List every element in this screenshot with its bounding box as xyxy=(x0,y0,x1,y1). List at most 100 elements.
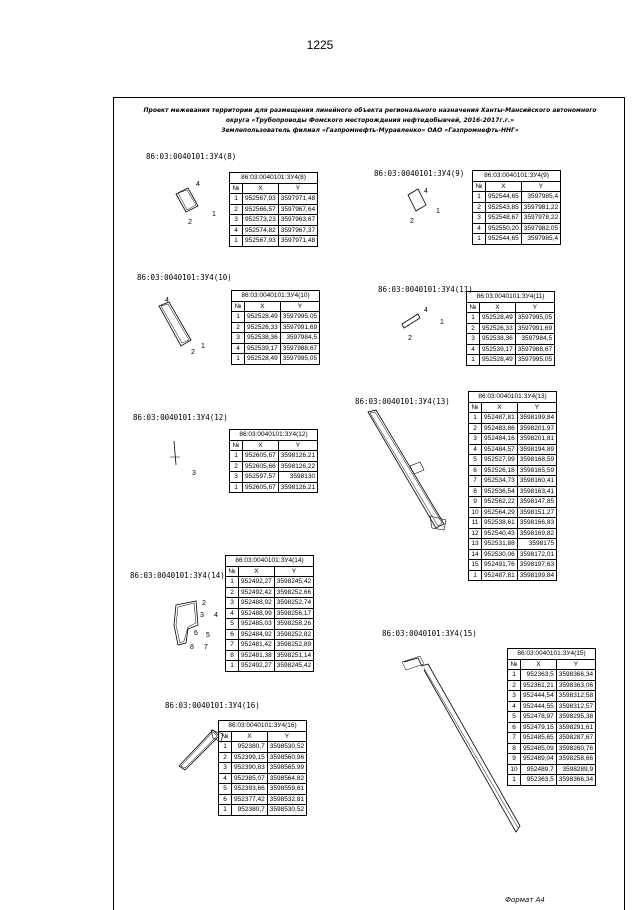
y-coordinate: 3598312,57 xyxy=(555,700,597,712)
x-coordinate: 952526,18 xyxy=(481,464,518,476)
plot-sketch-15 xyxy=(401,655,521,833)
x-coordinate: 952550,20 xyxy=(485,222,522,234)
plot-label: 86:03:0040101:ЗУ4(16) xyxy=(165,701,260,710)
y-coordinate: 3597995,05 xyxy=(279,311,321,323)
y-coordinate: 3597988,67 xyxy=(514,343,556,355)
x-coordinate: 952528,49 xyxy=(244,311,281,323)
header-line-2: округа «Трубопроводы Фомского месторожде… xyxy=(225,117,515,124)
point-number: 1 xyxy=(231,353,245,365)
y-coordinate: 3598252,74 xyxy=(273,597,315,609)
header-line-3: Землепользователь филиал «Газпромнефть-М… xyxy=(221,127,519,134)
x-coordinate: 952567,93 xyxy=(242,193,279,205)
point-number: 2 xyxy=(229,203,243,215)
plot-label: 86:03:0040101:ЗУ4(8) xyxy=(146,152,237,161)
x-coordinate: 952567,93 xyxy=(242,235,279,247)
y-coordinate: 3598160,41 xyxy=(516,475,558,487)
y-coordinate: 3597978,22 xyxy=(520,212,562,224)
point-number: 1 xyxy=(225,576,239,588)
x-coordinate: 952544,65 xyxy=(485,191,522,203)
x-coordinate: 952543,85 xyxy=(485,201,522,213)
plot-outline xyxy=(158,301,192,347)
point-label: 8 xyxy=(190,644,194,651)
x-coordinate: 952393,66 xyxy=(231,783,268,795)
x-coordinate: 952528,49 xyxy=(479,354,516,366)
point-label: 3 xyxy=(192,470,196,477)
table-title: 86:03:0040101:ЗУ4(9) xyxy=(471,170,562,182)
col-y-header: Y xyxy=(273,565,315,577)
point-label: 2 xyxy=(408,335,412,342)
col-number-header: № xyxy=(468,401,482,413)
point-number: 14 xyxy=(468,548,482,560)
point-number: 1 xyxy=(466,312,480,324)
table-title: 86:03:0040101:ЗУ4(12) xyxy=(228,429,319,441)
x-coordinate: 952566,57 xyxy=(242,203,279,215)
y-coordinate: 3598287,67 xyxy=(555,732,597,744)
plot-outline xyxy=(173,600,199,646)
y-coordinate: 3598172,01 xyxy=(516,548,558,560)
y-coordinate: 3598252,66 xyxy=(273,586,315,598)
col-number-header: № xyxy=(472,180,486,192)
x-coordinate: 952492,27 xyxy=(238,660,275,672)
point-number: 1 xyxy=(468,569,482,581)
point-number: 6 xyxy=(225,628,239,640)
point-number: 1 xyxy=(472,191,486,203)
y-coordinate: 3598197,63 xyxy=(516,559,558,571)
y-coordinate: 3598130 xyxy=(277,471,319,483)
y-coordinate: 3598252,82 xyxy=(273,628,315,640)
point-number: 1 xyxy=(472,233,486,245)
table-title: 86:03:0040101:ЗУ4(10) xyxy=(230,290,321,302)
point-number: 3 xyxy=(468,433,482,445)
y-coordinate: 3597995,05 xyxy=(279,353,321,365)
y-coordinate: 3597967,37 xyxy=(277,224,319,236)
x-coordinate: 952528,49 xyxy=(479,312,516,324)
point-number: 5 xyxy=(218,783,232,795)
plot-sketch-11: 4 1 2 xyxy=(401,307,444,342)
plot-outline xyxy=(401,655,425,671)
col-x-header: X xyxy=(481,401,518,413)
x-coordinate: 952539,17 xyxy=(479,343,516,355)
point-number: 3 xyxy=(472,212,486,224)
x-coordinate: 952562,22 xyxy=(481,496,518,508)
point-number: 4 xyxy=(225,607,239,619)
point-label: 2 xyxy=(202,600,206,607)
col-x-header: X xyxy=(242,439,279,451)
x-coordinate: 952483,86 xyxy=(481,422,518,434)
point-label: 7 xyxy=(204,644,208,651)
col-number-header: № xyxy=(466,301,480,313)
plot-outline xyxy=(178,729,220,771)
y-coordinate: 3598260,76 xyxy=(555,742,597,754)
table-title: 86:03:0040101:ЗУ4(8) xyxy=(228,172,319,184)
point-number: 13 xyxy=(468,538,482,550)
x-coordinate: 952481,38 xyxy=(238,649,275,661)
point-label: 4 xyxy=(424,188,428,195)
plot-outline xyxy=(401,313,421,329)
x-coordinate: 952485,03 xyxy=(238,618,275,630)
point-number: 4 xyxy=(229,224,243,236)
x-coordinate: 952380,7 xyxy=(231,804,268,816)
y-coordinate: 3598175 xyxy=(516,538,558,550)
y-coordinate: 3598258,66 xyxy=(555,753,597,765)
